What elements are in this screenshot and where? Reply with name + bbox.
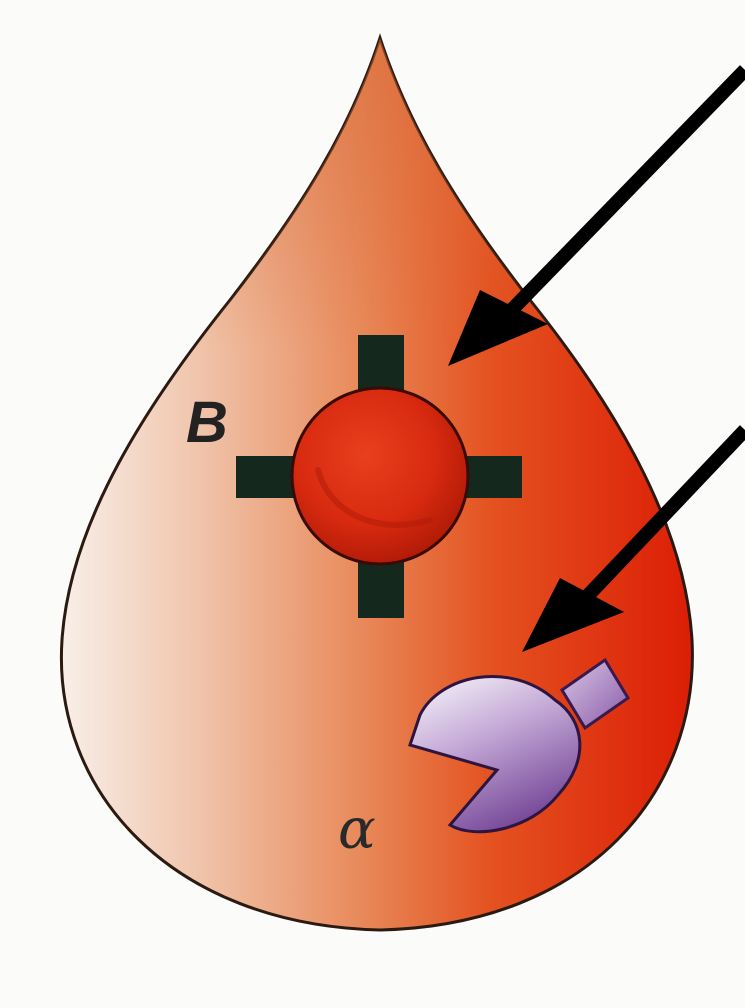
- antibody-label: α: [338, 797, 376, 862]
- red-blood-cell: [292, 388, 468, 564]
- arrow-to-antigen: [448, 70, 745, 366]
- antigen-label: B: [186, 390, 228, 455]
